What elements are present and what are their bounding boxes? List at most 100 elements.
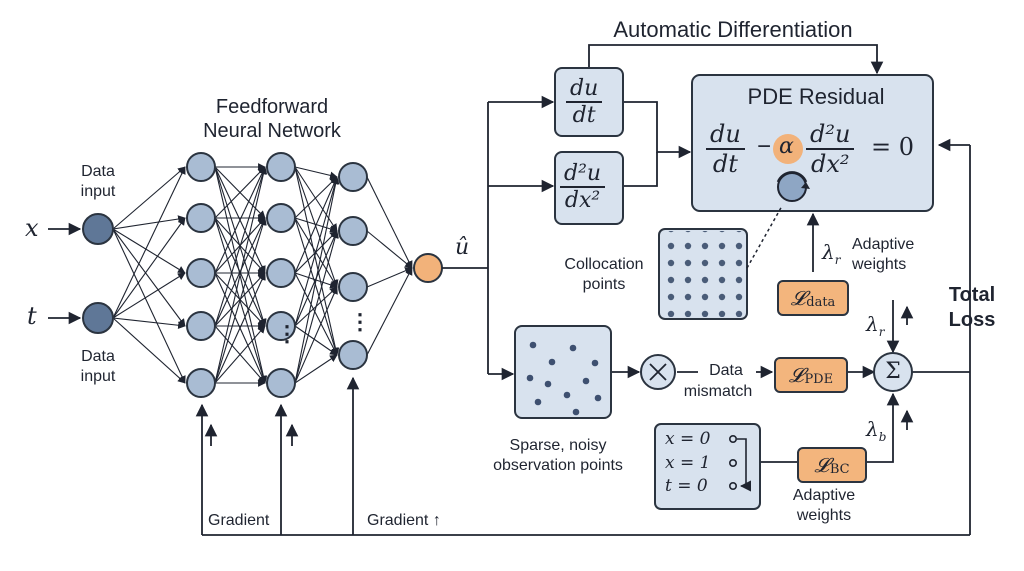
d2u-dx2-den: dx² [564,188,601,213]
pde-term1-den: dt [712,150,738,178]
network-edge [294,166,338,232]
network-edge [214,325,266,384]
flow-connectors [48,44,971,536]
observation-point [594,394,602,402]
network-edge [112,317,186,330]
observation-point [544,380,552,388]
observation-point [569,344,577,352]
pde-term2-num: d²u [806,120,855,150]
sum-lambda-b: λb [866,417,887,444]
network-edge [214,217,266,327]
network-edge [112,228,186,327]
pde-alpha: α [779,134,794,159]
observation-box [514,325,612,419]
input-t-symbol: t [27,302,37,330]
alpha-knob-icon [776,171,810,202]
network-ellipsis-2: ⋮ [349,309,371,334]
adaptive-bottom-line2: weights [796,507,852,524]
network-edge [112,272,186,319]
output-symbol: û [455,235,470,260]
hidden3-neuron [338,272,368,302]
observation-point [526,374,534,382]
adaptive-top-line1: Adaptive [852,236,915,253]
boundary-markers [728,434,752,492]
data-mismatch-line1: Data [709,362,743,379]
collocation-label-line1: Collocation [564,256,644,273]
network-edge [294,286,338,384]
diagram-title: Automatic Differentiation [613,17,853,42]
observation-point [534,398,542,406]
gradient-up-arrow-icon: ↑ [432,512,441,529]
network-edge [214,166,266,274]
network-edge [366,176,413,269]
collocation-link [746,205,783,269]
input-x-symbol: x [25,214,39,242]
hidden2-neuron [266,258,296,288]
network-edge [214,166,266,219]
observation-point [529,341,537,349]
pde-term2: d²u dx² [806,120,855,178]
data-mismatch-line2: mismatch [683,383,753,400]
network-edge [294,176,339,327]
pde-minus: − [757,133,772,160]
network-edge [112,166,186,319]
adaptive-lambda-r: λr [822,240,841,267]
network-edge [294,176,340,384]
network-edge [366,267,413,356]
input-neuron [82,213,114,245]
network-edge [112,217,186,319]
observation-label-line2: observation points [493,457,623,474]
boundary-row-1: x = 0 [665,429,711,449]
input-x-label-line1: Data [81,163,115,180]
total-loss-line2: Loss [948,309,996,331]
collocation-label-line2: points [582,276,626,293]
pde-term2-den: dx² [810,150,850,178]
gradient-label-1: Gradient [208,512,270,529]
hidden2-neuron [266,152,296,182]
adaptive-top-line2: weights [852,256,907,273]
network-edge [366,230,413,269]
multiply-cross [649,363,667,381]
du-dt-den: dt [572,103,596,128]
network-edge [294,166,338,180]
network-title-line1: Feedforward [215,96,329,118]
hidden3-neuron [338,340,368,370]
du-dt-num: du [566,76,603,103]
d2u-dx2-num: d²u [560,161,606,188]
d2u-dx2-fraction: d²u dx² [560,161,606,213]
hidden1-neuron [186,258,216,288]
du-dt-fraction: du dt [566,76,603,128]
sum-node [873,352,913,392]
boundary-row-3: t = 0 [665,476,708,496]
pde-equals-zero: = 0 [871,133,915,161]
pde-term1-num: du [706,120,745,150]
network-edge [214,272,266,384]
network-edge [214,166,268,384]
pde-residual-title: PDE Residual [747,84,885,109]
hidden1-neuron [186,368,216,398]
network-edge [214,166,267,327]
observation-label-line1: Sparse, noisy [509,437,607,454]
boundary-row-2: x = 1 [665,453,711,473]
adaptive-bottom-line1: Adaptive [792,487,856,504]
network-edge [294,166,340,356]
network-edge [214,217,267,384]
observation-point [582,377,590,385]
hidden2-neuron [266,311,296,341]
hidden1-neuron [186,311,216,341]
network-edge [112,166,186,230]
hidden2-neuron [266,368,296,398]
collocation-points [661,231,745,317]
network-edge [294,176,338,274]
input-neuron [82,302,114,334]
sum-lambda-r: λr [866,312,885,339]
observation-points [526,341,602,416]
network-edge [294,230,339,384]
network-edge [294,176,338,219]
gradient-label-2: Gradient ↑ [367,512,441,529]
boundary-box [654,423,761,510]
network-edge [112,228,186,274]
